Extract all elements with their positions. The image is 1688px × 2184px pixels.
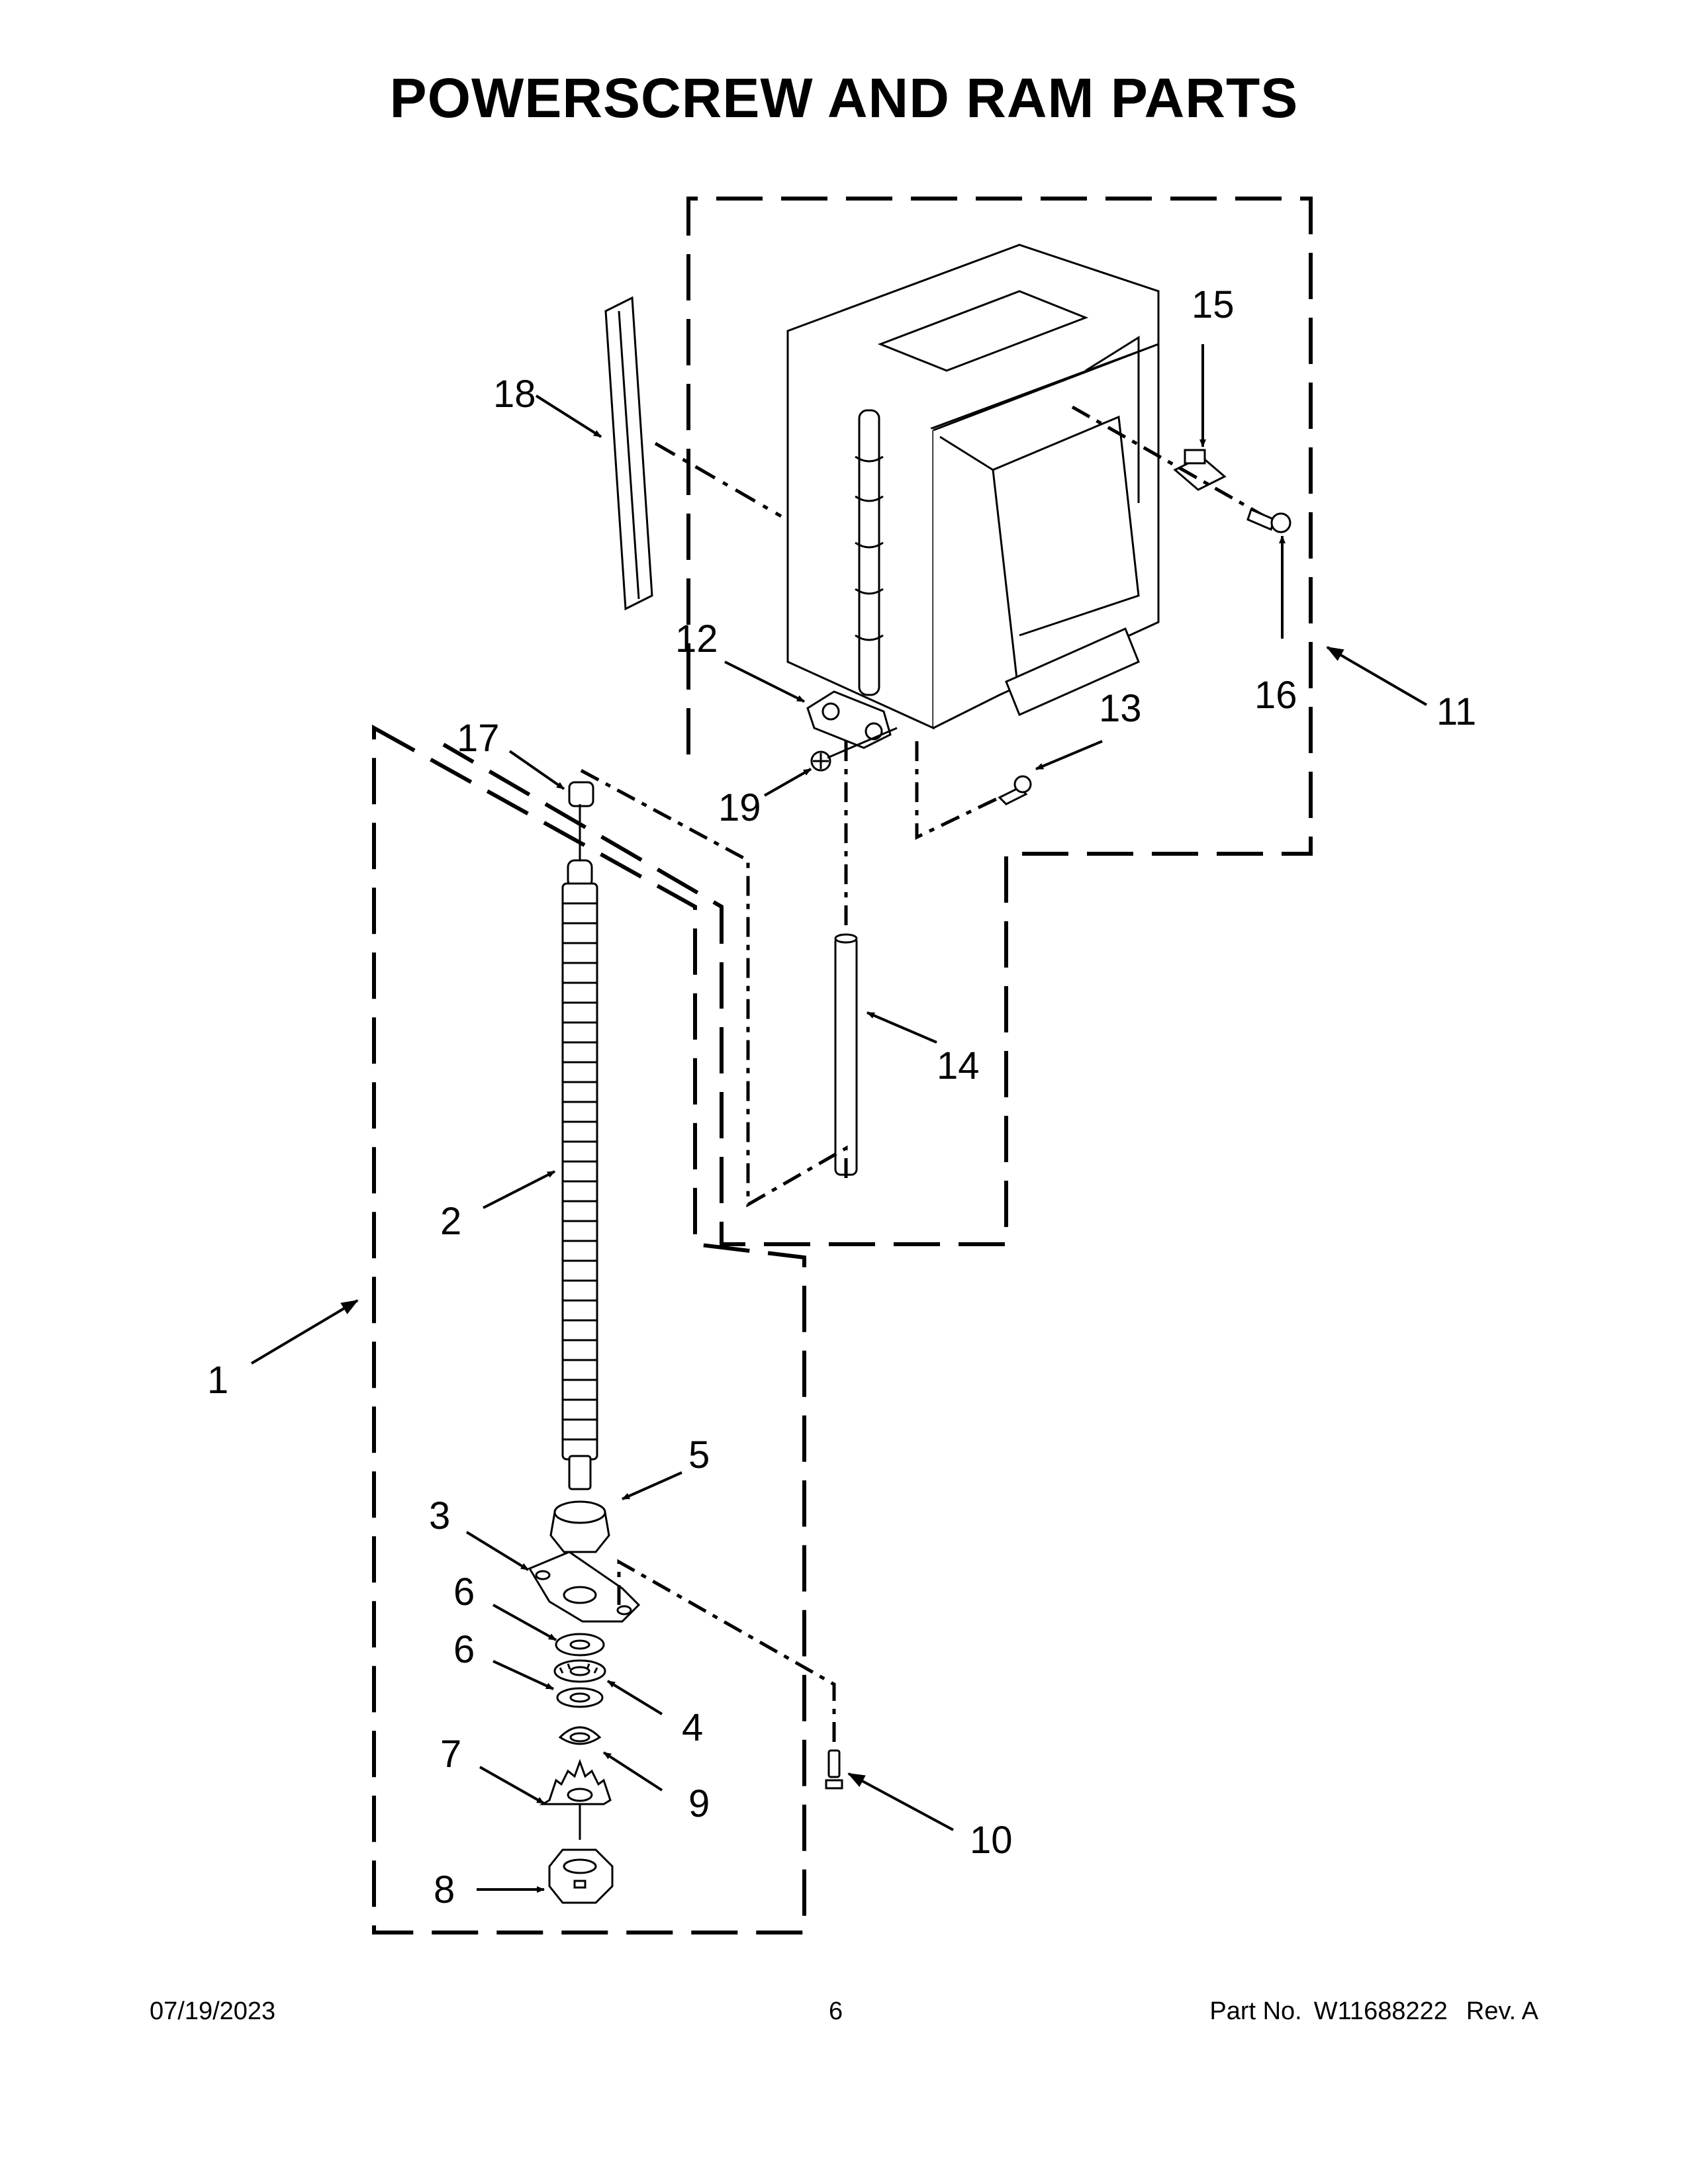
top-bushing (568, 781, 594, 807)
revision-label: Rev. A (1466, 1997, 1538, 2025)
powerscrew-assembly-boundary (372, 724, 806, 1934)
screw (1246, 508, 1291, 533)
callout-15: 15 (1192, 283, 1235, 326)
leader-19 (827, 727, 898, 759)
callout-6-upper: 6 (453, 1570, 475, 1614)
drive-link (806, 690, 892, 749)
ram-shaft (834, 933, 858, 1176)
mounting-screw (825, 1749, 843, 1790)
callout-19: 19 (718, 786, 761, 829)
callout-7: 7 (440, 1733, 461, 1776)
footer-page-number: 6 (829, 1997, 843, 2025)
callout-1: 1 (207, 1359, 228, 1402)
callout-4: 4 (682, 1706, 703, 1749)
callout-arrows (250, 344, 1428, 1893)
leader-14 (575, 741, 848, 1208)
ram-screw-channel (855, 409, 884, 696)
thrust-bearing (553, 1659, 606, 1683)
leader-13 (915, 741, 1001, 840)
callout-13: 13 (1099, 687, 1142, 730)
footer-part-number: Part No. W11688222 Rev. A (1209, 1997, 1538, 2026)
hex-nut (548, 1848, 614, 1904)
callout-3: 3 (429, 1494, 450, 1537)
callout-11: 11 (1436, 690, 1476, 733)
callout-2: 2 (440, 1200, 461, 1243)
callout-6-lower: 6 (453, 1628, 475, 1671)
callout-10: 10 (970, 1819, 1013, 1862)
retaining-clip (810, 751, 831, 772)
page-title: POWERSCREW AND RAM PARTS (389, 67, 1299, 129)
side-rail (604, 296, 653, 611)
ram-housing (786, 244, 1160, 730)
callout-17: 17 (457, 717, 500, 760)
bearing (549, 1500, 610, 1553)
callout-12: 12 (675, 617, 718, 660)
part-number-label: Part No. (1209, 1997, 1302, 2025)
part-number-value: W11688222 (1313, 1997, 1448, 2025)
washer-upper (555, 1633, 605, 1657)
link-pin (998, 775, 1032, 805)
callout-9: 9 (688, 1782, 710, 1825)
spacer (558, 1726, 602, 1745)
bracket (1173, 449, 1227, 491)
leader-15-16 (1071, 405, 1266, 518)
leader-18 (654, 441, 782, 518)
callout-16: 16 (1254, 674, 1297, 717)
washer-lower (556, 1687, 604, 1708)
callout-14: 14 (937, 1044, 980, 1087)
powerscrew (561, 859, 598, 1490)
callout-5: 5 (688, 1433, 710, 1477)
footer-date: 07/19/2023 (150, 1997, 276, 2025)
sprocket (539, 1758, 612, 1805)
callout-18: 18 (493, 373, 536, 416)
callout-8: 8 (434, 1868, 455, 1911)
mounting-plate (528, 1551, 641, 1623)
leader-10 (617, 1559, 836, 1747)
